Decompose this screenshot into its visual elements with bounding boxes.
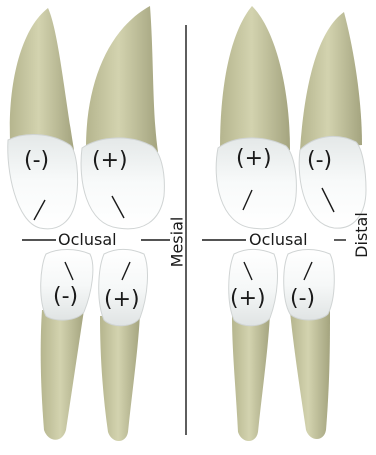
sign-lower-right-b: (-) — [290, 288, 315, 310]
upper-left-tooth-1 — [8, 8, 78, 229]
sign-upper-left-b: (+) — [92, 150, 128, 172]
sign-lower-right-a: (+) — [230, 288, 266, 310]
upper-right-tooth-1-root — [220, 6, 290, 150]
upper-right-tooth-1 — [216, 6, 296, 229]
lower-right-tooth-2 — [284, 250, 335, 440]
lower-right-tooth-2-root — [290, 310, 330, 439]
upper-right-tooth-2-root — [300, 12, 362, 150]
distal-label: Distal — [354, 212, 370, 258]
lower-right-tooth-1 — [229, 250, 278, 442]
sign-lower-left-b: (+) — [104, 289, 140, 311]
sign-upper-right-a: (+) — [236, 148, 272, 170]
occlusal-label-right: Oclusal — [249, 232, 308, 248]
lower-left-tooth-2-root — [100, 314, 140, 441]
occlusal-label-left: Oclusal — [58, 232, 117, 248]
upper-right-tooth-2 — [299, 12, 366, 228]
lower-left-tooth-1 — [41, 250, 93, 440]
upper-left-tooth-1-root — [10, 8, 74, 150]
lower-right-tooth-1-root — [232, 314, 270, 441]
sign-upper-left-a: (-) — [24, 150, 49, 172]
mesial-label: Mesial — [169, 217, 185, 268]
upper-left-tooth-2-root — [86, 6, 158, 152]
upper-left-tooth-2 — [81, 6, 164, 229]
sign-upper-right-b: (-) — [307, 150, 332, 172]
lower-left-tooth-1-root — [41, 310, 84, 440]
sign-lower-left-a: (-) — [53, 286, 78, 308]
